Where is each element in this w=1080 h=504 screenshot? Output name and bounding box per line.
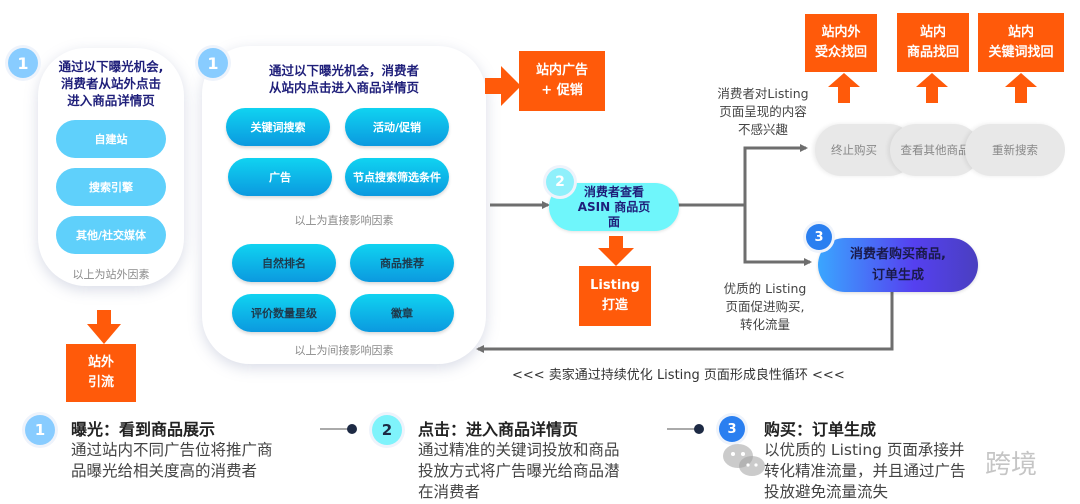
down-arrow-icon — [598, 236, 634, 266]
pill-social-media: 其他/社交媒体 — [56, 216, 166, 254]
listing-build-box: Listing 打造 — [579, 266, 651, 326]
connector-dot — [347, 424, 357, 434]
pill-recommendation: 商品推荐 — [350, 244, 454, 282]
retarget-product-box: 站内 商品找回 — [897, 13, 969, 72]
step-connector — [667, 428, 697, 430]
bottom-step3-title: 购买：订单生成 — [764, 420, 877, 439]
bottom-step2-badge: 2 — [372, 415, 402, 445]
bottom-step3-desc: 以优质的 Listing 页面承接并 转化精准流量，并且通过广告 投放避免流量流… — [764, 441, 966, 501]
offsite-card-title: 通过以下曝光机会, 消费者从站外点击 进入商品详情页 — [58, 59, 164, 108]
down-arrow-icon — [87, 310, 121, 344]
up-arrow-icon — [1005, 73, 1037, 103]
up-arrow-icon — [916, 73, 948, 103]
up-arrow-icon — [828, 73, 860, 103]
pill-organic-rank: 自然排名 — [232, 244, 336, 282]
onsite-ads-promo-box: 站内广告 + 促销 — [519, 51, 605, 111]
direct-factors-caption: 以上为直接影响因素 — [294, 214, 394, 227]
indirect-factors-caption: 以上为间接影响因素 — [294, 344, 394, 357]
step2-badge: 2 — [546, 168, 574, 196]
exit-option-search-again: 重新搜索 — [965, 124, 1065, 176]
arrow-to-exit-options — [743, 144, 808, 205]
bottom-step2-title: 点击：进入商品详情页 — [418, 420, 579, 439]
loop-back-arrow — [476, 292, 894, 353]
pill-node-filter: 节点搜索筛选条件 — [345, 158, 449, 196]
wechat-icon — [723, 444, 765, 476]
bottom-step2-desc: 通过精准的关键词投放和商品 投放方式将广告曝光给商品潜 在消费者 — [418, 441, 620, 501]
onsite-card: 通过以下曝光机会，消费者 从站内点击进入商品详情页 关键词搜索 活动/促销 广告… — [202, 46, 486, 364]
pill-ads: 广告 — [228, 158, 332, 196]
offsite-traffic-box: 站外 引流 — [66, 344, 136, 402]
pill-review-rating: 评价数量星级 — [232, 294, 336, 332]
pill-search-engine: 搜索引擎 — [56, 168, 166, 206]
bottom-step1-desc: 通过站内不同广告位将推广商 品曝光给相关度高的消费者 — [71, 441, 273, 480]
step-connector — [320, 428, 350, 430]
bottom-step3-badge: 3 — [719, 416, 745, 442]
pill-keyword-search: 关键词搜索 — [226, 108, 330, 146]
loop-caption: <<< 卖家通过持续优化 Listing 页面形成良性循环 <<< — [512, 368, 845, 383]
right-arrow-icon — [485, 66, 521, 106]
offsite-caption: 以上为站外因素 — [72, 268, 150, 281]
step3-node: 消费者购买商品, 订单生成 — [818, 238, 978, 292]
step3-badge: 3 — [806, 224, 832, 250]
arrow-to-step3 — [743, 205, 812, 266]
bottom-step1-title: 曝光：看到商品展示 — [71, 420, 216, 439]
pill-badge: 徽章 — [350, 294, 454, 332]
connector-dot — [694, 424, 704, 434]
bottom-step1-badge: 1 — [25, 415, 55, 445]
offsite-step-badge: 1 — [8, 48, 38, 78]
watermark-text: 跨境 — [985, 450, 1038, 480]
retarget-keyword-box: 站内 关键词找回 — [978, 13, 1064, 72]
onsite-card-title: 通过以下曝光机会，消费者 从站内点击进入商品详情页 — [268, 63, 419, 95]
not-interested-note: 消费者对Listing 页面呈现的内容 不感兴趣 — [717, 86, 809, 137]
pill-promotion: 活动/促销 — [345, 108, 449, 146]
onsite-step-badge: 1 — [198, 48, 228, 78]
retarget-audience-box: 站内外 受众找回 — [805, 14, 877, 72]
offsite-card: 通过以下曝光机会, 消费者从站外点击 进入商品详情页 自建站 搜索引擎 其他/社… — [38, 48, 184, 286]
pill-self-built-site: 自建站 — [56, 120, 166, 158]
quality-listing-note: 优质的 Listing 页面促进购买, 转化流量 — [723, 281, 807, 332]
